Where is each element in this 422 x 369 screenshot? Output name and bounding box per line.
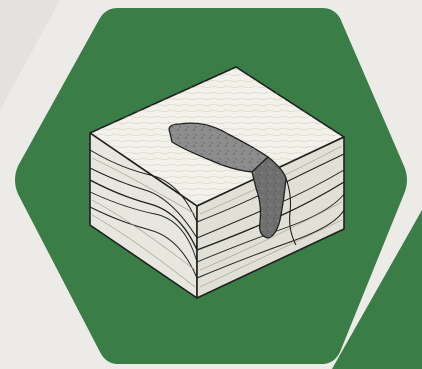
background-accent-left bbox=[0, 0, 60, 110]
